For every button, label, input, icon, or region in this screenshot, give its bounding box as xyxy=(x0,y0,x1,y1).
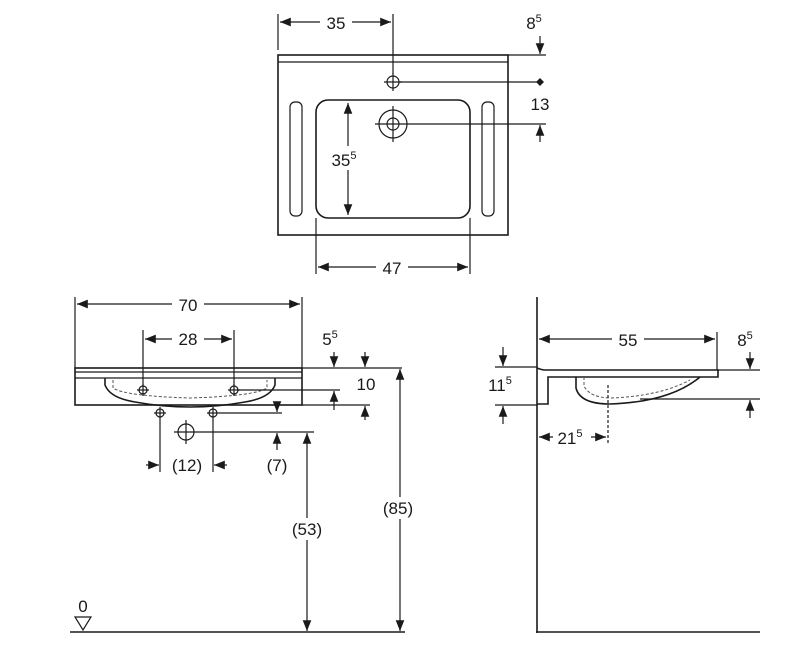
side-profile xyxy=(536,367,719,405)
dim-7: (7) xyxy=(267,456,288,475)
front-view: 70 28 55 10 (12) (7) (53) xyxy=(70,294,424,633)
side-bowl xyxy=(575,376,701,405)
dim-21-5: 215 xyxy=(557,428,582,448)
dim-55: 55 xyxy=(619,331,638,350)
dim-47: 47 xyxy=(383,259,402,278)
floor-level-label: 0 xyxy=(78,597,87,616)
side-view: 55 85 115 215 xyxy=(488,297,760,633)
dim-5-5: 55 xyxy=(322,329,338,349)
front-bowl xyxy=(104,378,276,408)
waste-markers xyxy=(154,407,219,444)
dim-70: 70 xyxy=(179,296,198,315)
front-outline xyxy=(74,367,303,406)
dim-28: 28 xyxy=(179,330,198,349)
dim-12: (12) xyxy=(172,456,202,475)
right-slot xyxy=(481,101,495,217)
dim-8-5: 85 xyxy=(526,13,542,33)
dim-53: (53) xyxy=(292,520,322,539)
tap-markers xyxy=(137,384,240,396)
dim-13: 13 xyxy=(531,95,550,114)
dim-35-5: 355 xyxy=(331,150,356,170)
dim-side-8-5: 85 xyxy=(737,330,753,350)
dim-35: 35 xyxy=(327,14,346,33)
left-slot xyxy=(289,101,303,217)
level-triangle-icon xyxy=(73,616,93,632)
top-view: 35 85 13 355 47 xyxy=(277,12,550,278)
dim-10: 10 xyxy=(357,375,376,394)
bowl-outline xyxy=(315,99,471,219)
dim-11-5: 115 xyxy=(488,375,512,395)
dim-85: (85) xyxy=(383,499,413,518)
